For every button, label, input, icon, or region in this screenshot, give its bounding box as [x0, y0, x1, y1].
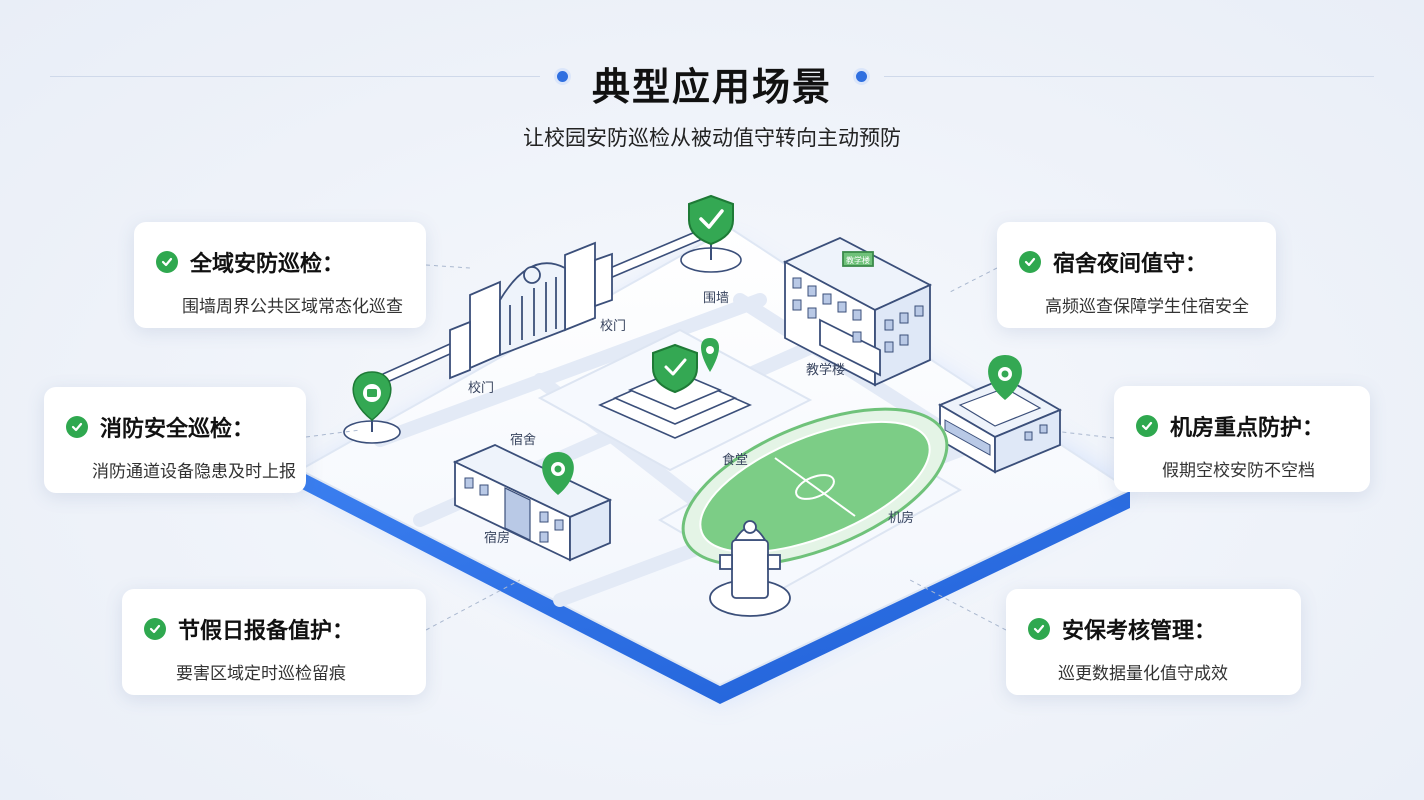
card-title: 消防安全巡检： — [100, 417, 255, 442]
teaching-building: 教学楼 — [782, 237, 933, 387]
location-pin-icon — [542, 452, 574, 495]
card-title: 节假日报备值护： — [178, 619, 355, 644]
server-room-building — [937, 376, 1063, 474]
map-label-teaching: 教学楼 — [806, 362, 845, 378]
card-dorm-night-watch: 宿舍夜间值守： 高频巡查保障学生住宿安全 — [997, 222, 1276, 328]
card-fire-safety-patrol: 消防安全巡检： 消防通道设备隐患及时上报 — [44, 387, 306, 493]
card-desc: 高频巡查保障学生住宿安全 — [1045, 297, 1249, 317]
card-title: 全域安防巡检： — [190, 252, 345, 277]
platform-base — [300, 470, 1130, 704]
card-title: 安保考核管理： — [1062, 619, 1217, 644]
map-label-dorm: 宿舍 — [510, 432, 536, 448]
card-desc: 巡更数据量化值守成效 — [1058, 664, 1228, 684]
map-label-dorm: 宿房 — [484, 530, 510, 546]
card-title: 宿舍夜间值守： — [1053, 252, 1208, 277]
check-circle-icon — [1028, 618, 1050, 640]
location-pin-icon — [988, 355, 1022, 400]
check-circle-icon — [66, 416, 88, 438]
card-desc: 要害区域定时巡检留痕 — [176, 664, 346, 684]
card-desc: 消防通道设备隐患及时上报 — [92, 462, 296, 482]
header-dot-left — [557, 71, 568, 82]
dorm-building — [452, 444, 613, 562]
map-label-server-room: 机房 — [888, 510, 914, 526]
school-gate — [449, 241, 613, 380]
shield-check-icon — [652, 338, 719, 394]
card-holiday-duty: 节假日报备值护： 要害区域定时巡检留痕 — [122, 589, 426, 695]
page-subtitle: 让校园安防巡检从被动值守转向主动预防 — [523, 126, 901, 150]
card-security-assessment: 安保考核管理： 巡更数据量化值守成效 — [1006, 589, 1301, 695]
card-title: 机房重点防护： — [1170, 416, 1325, 441]
fire-hydrant-icon — [709, 520, 791, 617]
header-dot-right — [856, 71, 867, 82]
card-desc: 围墙周界公共区域常态化巡查 — [182, 297, 403, 317]
check-circle-icon — [144, 618, 166, 640]
location-pin-icon — [343, 371, 401, 444]
shield-check-icon — [680, 194, 742, 273]
card-full-domain-patrol: 全域安防巡检： 围墙周界公共区域常态化巡查 — [134, 222, 426, 328]
teaching-sign: 教学楼 — [846, 255, 870, 265]
card-desc: 假期空校安防不空档 — [1162, 461, 1315, 481]
card-server-room-protection: 机房重点防护： 假期空校安防不空档 — [1114, 386, 1370, 492]
connector-lines — [305, 264, 1115, 631]
page-title: 典型应用场景 — [591, 65, 832, 109]
map-label-canteen: 食堂 — [722, 452, 748, 468]
header-line-right — [884, 76, 1374, 77]
header-line-left — [50, 76, 540, 77]
check-circle-icon — [156, 251, 178, 273]
map-label-wall: 围墙 — [703, 291, 729, 306]
map-label-gate: 校门 — [600, 318, 626, 334]
map-label-gate: 校门 — [468, 380, 494, 396]
check-circle-icon — [1019, 251, 1041, 273]
check-circle-icon — [1136, 415, 1158, 437]
